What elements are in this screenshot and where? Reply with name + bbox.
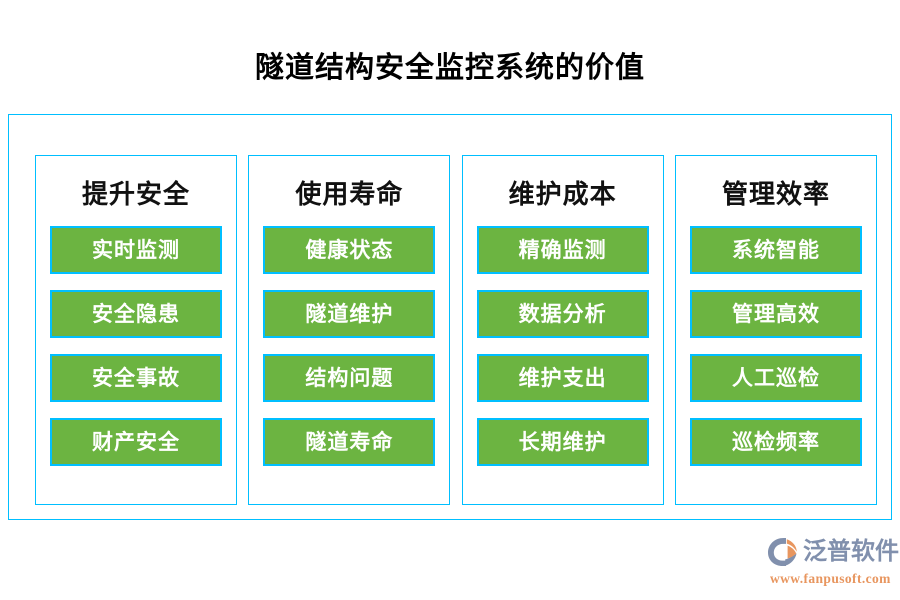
item-box[interactable]: 财产安全 xyxy=(50,418,222,466)
item-box[interactable]: 健康状态 xyxy=(263,226,436,274)
column-管理效率: 管理效率 系统智能 管理高效 人工巡检 巡检频率 xyxy=(674,155,877,505)
columns-container: 提升安全 实时监测 安全隐患 安全事故 财产安全 使用寿命 健康状态 隧道维护 … xyxy=(35,155,877,505)
item-box[interactable]: 数据分析 xyxy=(476,290,649,338)
column-items: 精确监测 数据分析 维护支出 长期维护 xyxy=(463,226,663,466)
item-box[interactable]: 安全事故 xyxy=(50,354,222,402)
item-box[interactable]: 维护支出 xyxy=(476,354,649,402)
fanpu-logo-icon xyxy=(766,536,800,568)
column-items: 系统智能 管理高效 人工巡检 巡检频率 xyxy=(676,226,876,466)
column-title: 管理效率 xyxy=(721,180,830,209)
outer-frame: 提升安全 实时监测 安全隐患 安全事故 财产安全 使用寿命 健康状态 隧道维护 … xyxy=(8,114,892,520)
logo-row: 泛普软件 xyxy=(766,534,899,570)
item-box[interactable]: 安全隐患 xyxy=(50,290,222,338)
item-box[interactable]: 巡检频率 xyxy=(689,418,862,466)
column-维护成本: 维护成本 精确监测 数据分析 维护支出 长期维护 xyxy=(461,155,664,505)
logo-company-name: 泛普软件 xyxy=(803,538,899,565)
item-box[interactable]: 隧道维护 xyxy=(263,290,436,338)
item-box[interactable]: 长期维护 xyxy=(476,418,649,466)
item-box[interactable]: 管理高效 xyxy=(689,290,862,338)
item-box[interactable]: 系统智能 xyxy=(689,226,862,274)
column-items: 实时监测 安全隐患 安全事故 财产安全 xyxy=(36,226,236,466)
page-title: 隧道结构安全监控系统的价值 xyxy=(254,52,645,84)
column-title: 维护成本 xyxy=(508,180,617,209)
item-box[interactable]: 精确监测 xyxy=(476,226,649,274)
column-title: 使用寿命 xyxy=(295,180,404,209)
item-box[interactable]: 人工巡检 xyxy=(689,354,862,402)
column-items: 健康状态 隧道维护 结构问题 隧道寿命 xyxy=(249,226,449,466)
brand-logo: 泛普软件 www.fanpusoft.com xyxy=(766,534,899,590)
item-box[interactable]: 隧道寿命 xyxy=(263,418,436,466)
column-提升安全: 提升安全 实时监测 安全隐患 安全事故 财产安全 xyxy=(35,155,237,505)
logo-website-url: www.fanpusoft.com xyxy=(770,571,891,586)
column-title: 提升安全 xyxy=(81,180,190,209)
column-使用寿命: 使用寿命 健康状态 隧道维护 结构问题 隧道寿命 xyxy=(248,155,451,505)
item-box[interactable]: 结构问题 xyxy=(263,354,436,402)
item-box[interactable]: 实时监测 xyxy=(50,226,222,274)
